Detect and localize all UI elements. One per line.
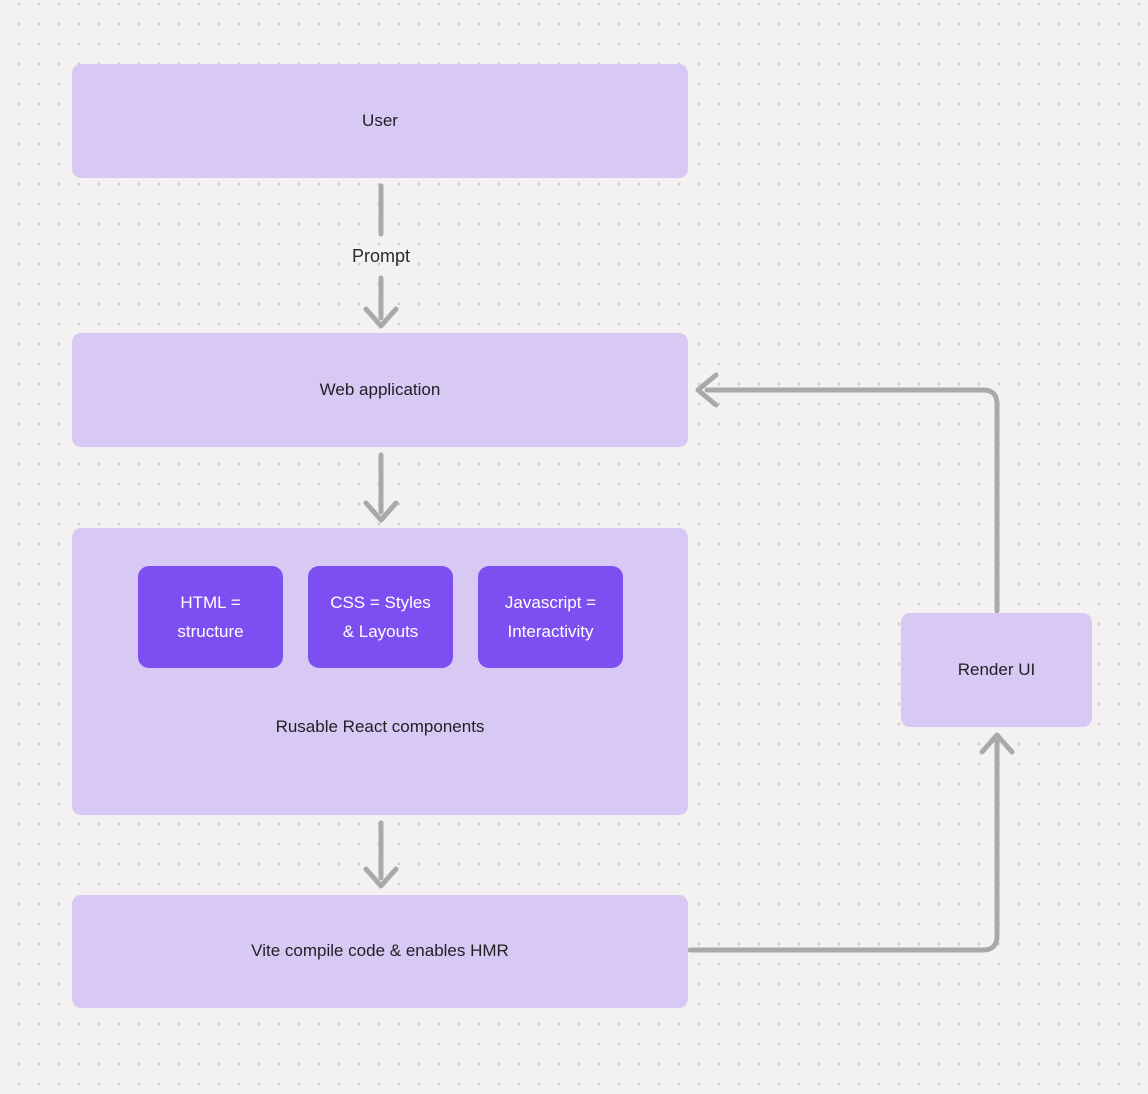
arrowhead-down-icon: [363, 500, 399, 523]
arrow-renderui-to-webapp: [695, 372, 1000, 614]
components-cards-row: HTML = structure CSS = Styles & Layouts …: [138, 566, 623, 668]
card-javascript-line1: Javascript =: [504, 593, 597, 612]
node-vite[interactable]: Vite compile code & enables HMR: [72, 895, 688, 1008]
arrowhead-left-icon: [695, 372, 719, 408]
card-html-line1: HTML =: [180, 593, 241, 612]
arrowhead-down-icon: [363, 866, 399, 889]
card-javascript[interactable]: Javascript = Interactivity: [478, 566, 623, 668]
arrowhead-up-icon: [979, 732, 1015, 755]
node-render-ui-label: Render UI: [957, 659, 1036, 679]
connector-line: [704, 387, 1000, 614]
node-vite-label: Vite compile code & enables HMR: [251, 941, 509, 961]
card-html-line2: structure: [177, 622, 244, 641]
card-javascript-line2: Interactivity: [507, 622, 594, 641]
card-html[interactable]: HTML = structure: [138, 566, 283, 668]
arrow-components-to-vite: [363, 820, 399, 889]
connector-line: [687, 739, 1000, 953]
node-user[interactable]: User: [72, 64, 688, 178]
arrowhead-down-icon: [363, 306, 399, 329]
node-render-ui[interactable]: Render UI: [901, 613, 1092, 727]
card-css[interactable]: CSS = Styles & Layouts: [308, 566, 453, 668]
node-components-group[interactable]: HTML = structure CSS = Styles & Layouts …: [72, 528, 688, 815]
arrow-vite-to-renderui: [687, 732, 1015, 953]
node-web-application[interactable]: Web application: [72, 333, 688, 447]
card-css-line2: & Layouts: [342, 622, 419, 641]
arrow-webapp-to-components: [363, 452, 399, 523]
node-web-application-label: Web application: [319, 379, 441, 399]
node-user-label: User: [362, 110, 398, 130]
components-group-label: Rusable React components: [275, 717, 485, 736]
card-css-line1: CSS = Styles: [330, 593, 431, 612]
edge-label-prompt: Prompt: [351, 246, 411, 266]
